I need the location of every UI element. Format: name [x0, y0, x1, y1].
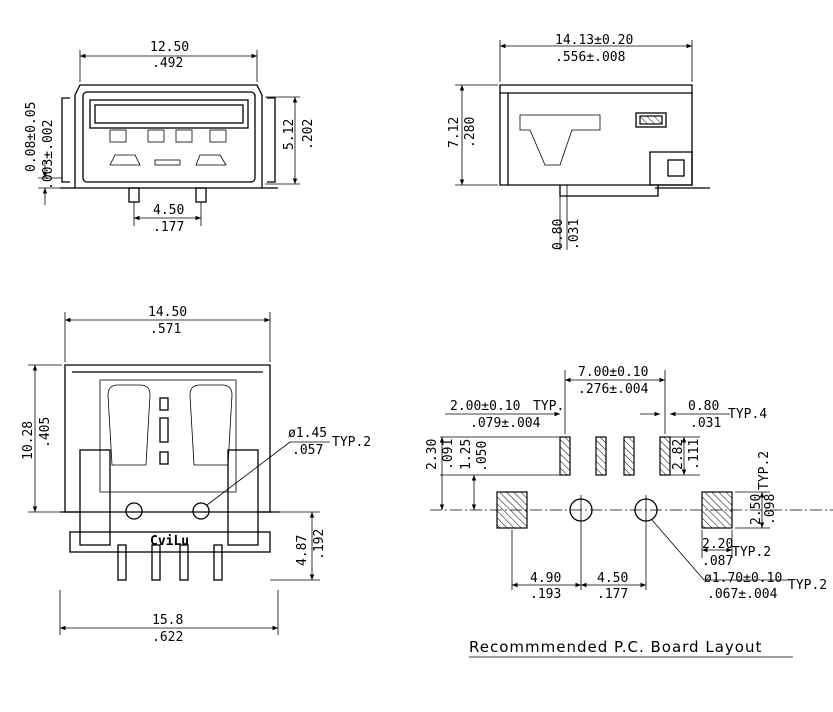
pcb-pitch-typ: TYP. — [533, 399, 564, 414]
pcb-pitch-in: .079±.004 — [470, 416, 541, 431]
plan-width-mm: 14.50 — [148, 305, 187, 320]
plan-hole-mm: ø1.45 — [288, 426, 327, 441]
pcb-pad-width-typ: TYP.4 — [728, 407, 767, 422]
plan-offset-in: .192 — [312, 529, 327, 560]
pcb-row-gap-in: .091 — [441, 439, 456, 470]
pcb-sq-w-in: .087 — [702, 554, 733, 569]
plan-base-in: .622 — [152, 630, 183, 645]
side-tail-mm: 0.80 — [551, 219, 566, 250]
plan-peg-right — [192, 502, 210, 520]
plan-hole-in: .057 — [292, 443, 323, 458]
pcb-dx1-mm: 4.90 — [530, 571, 561, 586]
pcb-signal-pad-1 — [559, 436, 571, 476]
pcb-dx1-in: .193 — [530, 587, 561, 602]
pcb-row-gap-mm: 2.30 — [425, 439, 440, 470]
plan-length-mm: 10.28 — [21, 421, 36, 460]
front-width-mm: 12.50 — [150, 40, 189, 55]
pcb-sq-mm: 2.50 — [749, 494, 764, 525]
front-standoff-mm: 0.08±0.05 — [24, 102, 39, 172]
pcb-sq-typ: TYP.2 — [757, 451, 772, 490]
side-tail-in: .031 — [567, 219, 582, 250]
pcb-shield-pad-right — [701, 491, 733, 529]
pcb-sq-w-mm: 2.20 — [702, 537, 733, 552]
front-width-in: .492 — [152, 56, 183, 71]
plan-length-in: .405 — [38, 417, 53, 448]
peg-pitch-mm: 4.50 — [153, 203, 184, 218]
plan-view: 14.50 .571 10.28 .405 ø1.45 TYP.2 .057 4… — [21, 305, 371, 645]
watermark: CviLu — [150, 534, 189, 549]
pcb-pad-len-in: .111 — [687, 439, 702, 470]
pcb-dx2-mm: 4.50 — [597, 571, 628, 586]
pcb-layout-title: Recommmended P.C. Board Layout — [469, 638, 762, 656]
front-height-mm: 5.12 — [282, 119, 297, 150]
pcb-pad-width-mm: 0.80 — [688, 399, 719, 414]
pcb-span-mm: 7.00±0.10 — [578, 365, 648, 380]
side-view: 14.13±0.20 .556±.008 7.12 .280 0.80 .031 — [447, 33, 710, 250]
side-length-mm: 14.13±0.20 — [555, 33, 633, 48]
pcb-hole-mm: ø1.70±0.10 — [704, 571, 782, 586]
plan-base-mm: 15.8 — [152, 613, 183, 628]
pcb-span-in: .276±.004 — [578, 382, 649, 397]
pcb-dx2-in: .177 — [597, 587, 628, 602]
side-length-in: .556±.008 — [555, 50, 625, 65]
pcb-signal-pad-3 — [623, 436, 635, 476]
front-height-in: .202 — [301, 119, 316, 150]
pcb-signal-pad-2 — [595, 436, 607, 476]
front-view: 12.50 .492 5.12 .202 0.08±0.05 .003±.002… — [24, 40, 316, 235]
plan-hole-typ: TYP.2 — [332, 435, 371, 450]
pcb-row-off-mm: 1.25 — [459, 439, 474, 470]
pcb-row-off-in: .050 — [475, 441, 490, 472]
plan-peg-left — [125, 502, 143, 520]
side-height-in: .280 — [463, 117, 478, 148]
pcb-hole-typ: TYP.2 — [788, 578, 827, 593]
pcb-pitch-mm: 2.00±0.10 — [450, 399, 520, 414]
front-standoff-in: .003±.002 — [41, 120, 56, 190]
pcb-sq-w-typ: TYP.2 — [732, 545, 771, 560]
peg-pitch-in: .177 — [153, 220, 184, 235]
pcb-hole-in: .067±.004 — [707, 587, 778, 602]
pcb-layout: 7.00±0.10 .276±.004 2.00±0.10 TYP. .079±… — [425, 365, 833, 658]
pcb-pad-len-mm: 2.82 — [671, 439, 686, 470]
plan-width-in: .571 — [150, 322, 181, 337]
pcb-shield-pad-left — [496, 491, 528, 529]
pcb-signal-pad-4 — [659, 436, 671, 476]
pcb-sq-in: .098 — [763, 494, 778, 525]
side-height-mm: 7.12 — [447, 117, 462, 148]
pcb-pad-width-in: .031 — [690, 416, 721, 431]
plan-offset-mm: 4.87 — [295, 535, 310, 566]
